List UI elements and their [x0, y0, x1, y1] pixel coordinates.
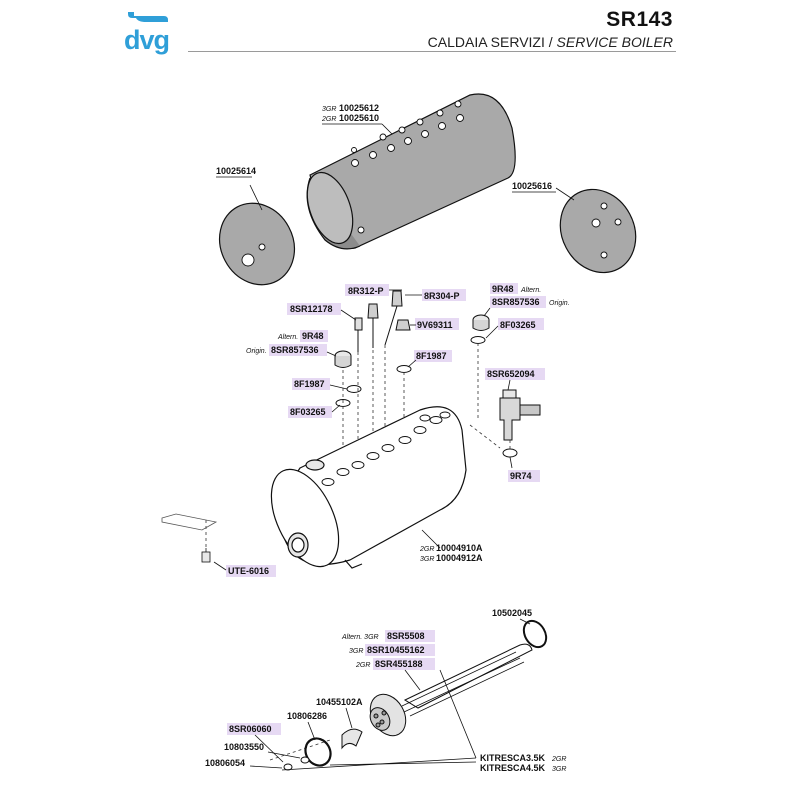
label-8f1987-left: 8F1987	[294, 379, 325, 389]
end-cap-left-code: 10025614	[216, 166, 256, 176]
label-8f03265-right: 8F03265	[500, 320, 536, 330]
label-el-2gr-prefix: 2GR	[355, 662, 370, 669]
label-8sr857536-left: 8SR857536	[271, 345, 319, 355]
label-8sr12178: 8SR12178	[290, 304, 333, 314]
shell-2gr-prefix: 2GR	[321, 116, 336, 123]
fitting-labels: 8R312-P 8R304-P 9R48 Altern. 8SR857536 O…	[213, 284, 570, 576]
header-divider	[188, 51, 676, 52]
label-8sr455188: 8SR455188	[375, 659, 423, 669]
label-origin-right: Origin.	[549, 300, 570, 307]
label-altern-right: Altern.	[520, 287, 541, 294]
label-8sr10455162: 8SR10455162	[367, 645, 425, 655]
shell-2gr-code: 10025610	[339, 113, 379, 123]
end-cap-right-code: 10025616	[512, 181, 552, 191]
label-origin-left: Origin.	[246, 348, 267, 355]
boiler-2gr-prefix: 2GR	[419, 546, 434, 553]
end-cap-left	[218, 184, 296, 286]
label-kit35-suffix: 2GR	[551, 756, 566, 763]
shell-3gr-code: 10025612	[339, 103, 379, 113]
heating-element	[283, 619, 548, 771]
label-kitresca45: KITRESCA4.5K	[480, 763, 546, 773]
boiler-2gr-code: 10004910A	[436, 543, 483, 553]
label-8f1987-right: 8F1987	[416, 351, 447, 361]
label-9r48-left: 9R48	[302, 331, 324, 341]
end-cap-right	[555, 187, 637, 274]
dvg-logo-icon	[128, 12, 168, 22]
label-el-altern-prefix: Altern. 3GR	[341, 634, 379, 641]
title-italian: CALDAIA SERVIZI /	[427, 34, 553, 50]
label-8r304p: 8R304-P	[424, 291, 460, 301]
label-10806054: 10806054	[205, 758, 245, 768]
label-8r312p: 8R312-P	[348, 286, 384, 296]
label-8sr06060: 8SR06060	[229, 724, 272, 734]
label-10455102a: 10455102A	[316, 697, 363, 707]
label-9v69311: 9V69311	[417, 320, 453, 330]
boiler-tank	[270, 406, 467, 569]
label-10803550: 10803550	[224, 742, 264, 752]
label-ute6016: UTE-6016	[228, 566, 269, 576]
boiler-3gr-code: 10004912A	[436, 553, 483, 563]
label-altern-left: Altern.	[277, 334, 298, 341]
label-el-3gr-prefix: 3GR	[349, 648, 363, 655]
boiler-labels: 2GR 10004910A 3GR 10004912A	[419, 529, 483, 563]
title-english: SERVICE BOILER	[556, 34, 673, 50]
shell-3gr-prefix: 3GR	[322, 106, 336, 113]
boiler-3gr-prefix: 3GR	[420, 556, 434, 563]
page-title: CALDAIA SERVIZI / SERVICE BOILER	[428, 34, 673, 50]
label-8sr857536-right: 8SR857536	[492, 297, 540, 307]
label-9r48-right: 9R48	[492, 284, 514, 294]
boiler-ports	[321, 411, 451, 486]
shell-leader-line	[381, 123, 393, 135]
label-10806286: 10806286	[287, 711, 327, 721]
label-kit45-suffix: 3GR	[552, 766, 566, 773]
label-9r74: 9R74	[510, 471, 532, 481]
fittings-group	[334, 290, 541, 458]
mounting-bracket	[161, 513, 218, 563]
brand-logo-text: dvg	[124, 25, 170, 55]
label-kitresca35: KITRESCA3.5K	[480, 753, 546, 763]
model-code: SR143	[606, 8, 673, 31]
label-10502045: 10502045	[492, 608, 532, 618]
element-labels: 10502045 Altern. 3GR 8SR5508 3GR 8SR1045…	[205, 608, 566, 773]
label-8sr652094: 8SR652094	[487, 369, 535, 379]
label-8sr5508: 8SR5508	[387, 631, 425, 641]
shell-labels: 3GR 10025612 2GR 10025610	[321, 103, 393, 135]
shell-cylinder	[306, 93, 516, 250]
label-8f03265-left: 8F03265	[290, 407, 326, 417]
label-chips	[226, 283, 546, 735]
